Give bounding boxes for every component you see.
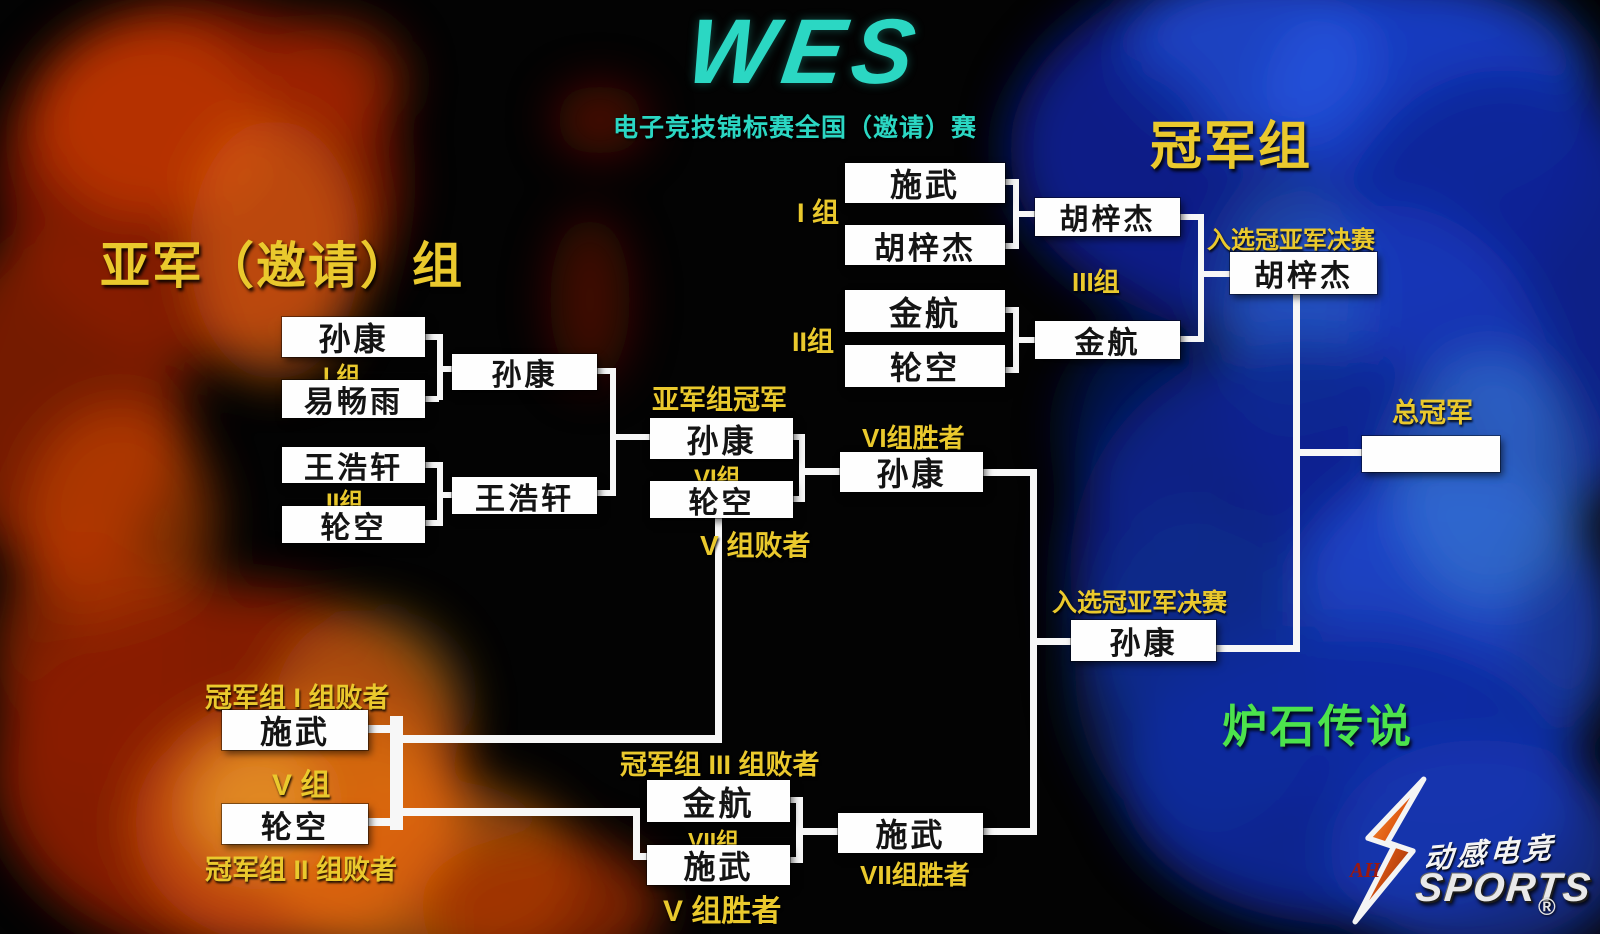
grand-champion-label: 总冠军 bbox=[1392, 398, 1473, 428]
bracket-connector bbox=[597, 490, 612, 496]
bracket-connector bbox=[1198, 214, 1204, 342]
bracket-connector bbox=[1030, 469, 1037, 833]
group6-winner-label: VI组胜者 bbox=[862, 423, 965, 453]
bracket-connector bbox=[1005, 307, 1019, 313]
bracket-connector bbox=[443, 492, 452, 498]
bracket-connector bbox=[982, 828, 1037, 835]
bracket-connector bbox=[1037, 638, 1071, 645]
bracket-connector bbox=[403, 808, 640, 816]
group5-label: V 组 bbox=[272, 769, 331, 802]
group5-top-player: 施武 bbox=[222, 710, 368, 750]
bracket-connector bbox=[1216, 645, 1300, 652]
bracket-connector bbox=[1180, 214, 1204, 220]
runnerup-qualifier-label: 入选冠亚军决赛 bbox=[1052, 589, 1228, 617]
registered-mark: ® bbox=[1538, 894, 1556, 921]
group7-bottom-player: 施武 bbox=[647, 845, 790, 885]
group6-top-player: 孙康 bbox=[650, 418, 793, 459]
runnerup-final-qualifier: 孙康 bbox=[1071, 620, 1216, 661]
champion-group1-top-player: 施武 bbox=[845, 163, 1005, 203]
bracket-connector bbox=[796, 797, 803, 863]
bracket-connector bbox=[1300, 449, 1362, 456]
runnerup-group1-winner: 孙康 bbox=[452, 354, 597, 392]
bracket-connector bbox=[1293, 294, 1300, 652]
bracket-connector bbox=[443, 366, 452, 372]
champion-group2-top-player: 金航 bbox=[845, 290, 1005, 332]
bracket-connector bbox=[1005, 243, 1019, 249]
runnerup-champion-label: 亚军组冠军 bbox=[652, 385, 787, 415]
champion-group1-label: I 组 bbox=[797, 198, 840, 228]
bracket-connector bbox=[610, 368, 616, 496]
bracket-connector bbox=[983, 469, 1037, 476]
group6-bottom-player: 轮空 bbox=[650, 481, 793, 520]
bracket-connector bbox=[1005, 179, 1019, 185]
bracket-connector bbox=[1180, 336, 1204, 342]
event-subtitle: 电子竞技锦标赛全国（邀请）赛 bbox=[612, 114, 977, 142]
bracket-connector bbox=[390, 716, 403, 830]
champion-group1-winner: 胡梓杰 bbox=[1035, 198, 1180, 236]
champion-group2-label: II组 bbox=[792, 327, 835, 357]
grand-champion-slot bbox=[1362, 436, 1500, 472]
bracket-connector bbox=[793, 496, 805, 502]
bracket-connector bbox=[633, 808, 640, 860]
champion-group-title: 冠军组 bbox=[1150, 118, 1313, 176]
bracket-connector bbox=[715, 518, 722, 740]
bracket-connector bbox=[368, 818, 402, 826]
bracket-connector bbox=[803, 828, 838, 835]
runnerup-group-title: 亚军（邀请）组 bbox=[100, 238, 464, 294]
group5-top-note: 冠军组 I 组败者 bbox=[205, 683, 390, 713]
bracket-connector bbox=[616, 434, 650, 440]
bracket-connector bbox=[1005, 367, 1019, 373]
bracket-connector bbox=[425, 396, 439, 402]
bracket-connector bbox=[403, 735, 722, 743]
group5-bottom-note: 冠军组 II 组败者 bbox=[205, 855, 398, 885]
bracket-connector bbox=[437, 462, 443, 526]
bracket-connector bbox=[1013, 307, 1019, 373]
bracket-connector bbox=[633, 853, 649, 860]
group7-bottom-note: V 组胜者 bbox=[663, 895, 782, 928]
brand-en-label: SPORTS bbox=[1413, 866, 1595, 910]
bracket-connector bbox=[368, 725, 402, 733]
ah-label: AH bbox=[1350, 858, 1381, 882]
lightning-bolt-icon bbox=[1352, 776, 1427, 925]
bracket-connector bbox=[790, 857, 803, 863]
champion-group1-bottom-player: 胡梓杰 bbox=[845, 225, 1005, 266]
group7-top-player: 金航 bbox=[647, 780, 790, 822]
bracket-connector bbox=[1013, 179, 1019, 249]
champion-qualifier-label: 入选冠亚军决赛 bbox=[1207, 227, 1375, 254]
game-title: 炉石传说 bbox=[1222, 701, 1415, 752]
bracket-connector bbox=[425, 520, 439, 526]
bracket-connector bbox=[425, 462, 439, 468]
runnerup-group1-top-player: 孙康 bbox=[282, 317, 425, 357]
runnerup-group1-bottom-player: 易畅雨 bbox=[282, 380, 425, 419]
bracket-connector bbox=[1019, 337, 1035, 343]
group5-bottom-player: 轮空 bbox=[222, 804, 368, 845]
group7-winner-label: VII组胜者 bbox=[860, 860, 970, 890]
bracket-connector bbox=[1019, 211, 1035, 217]
champion-group2-bottom-player: 轮空 bbox=[845, 345, 1005, 387]
champion-final-qualifier: 胡梓杰 bbox=[1230, 252, 1377, 294]
bracket-connector bbox=[437, 334, 443, 400]
runnerup-group2-winner: 王浩轩 bbox=[452, 477, 597, 516]
champion-group3-label: III组 bbox=[1072, 267, 1120, 297]
wes-logo: WES bbox=[681, 1, 930, 103]
champion-group2-winner: 金航 bbox=[1035, 321, 1180, 360]
runnerup-group2-bottom-player: 轮空 bbox=[282, 506, 425, 545]
runnerup-group2-top-player: 王浩轩 bbox=[282, 447, 425, 485]
sports-brand-logo: AH 动感电竞 SPORTS ® bbox=[1330, 770, 1600, 930]
group5-loser-note: V 组败者 bbox=[700, 530, 811, 561]
group7-winner: 施武 bbox=[838, 813, 983, 853]
group7-top-note: 冠军组 III 组败者 bbox=[620, 750, 820, 780]
bracket-connector bbox=[1204, 271, 1230, 277]
group6-winner: 孙康 bbox=[840, 452, 983, 492]
bracket-connector bbox=[425, 334, 439, 340]
bracket-connector bbox=[597, 368, 612, 374]
bracket-connector bbox=[805, 468, 840, 475]
bracket-connector bbox=[799, 434, 805, 502]
